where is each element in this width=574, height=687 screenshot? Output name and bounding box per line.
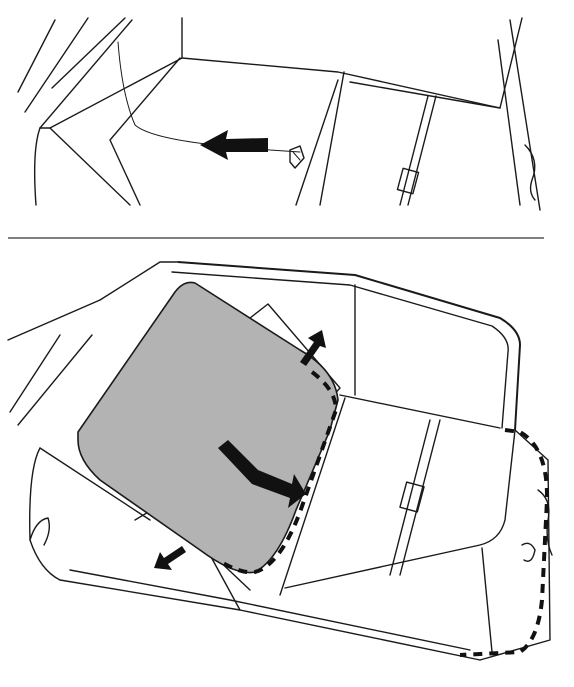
left-arrow-icon: [200, 130, 268, 160]
pull-arrow-icon: [154, 546, 186, 570]
bottom-panel: [7, 261, 553, 661]
cable-wire: [117, 41, 301, 153]
side-dashed-outline: [459, 428, 550, 657]
trunk-floor-left: [39, 57, 183, 129]
floor-fold-line: [109, 57, 181, 206]
b-strap-line-2: [399, 419, 441, 576]
b-sill-corner: [209, 554, 241, 611]
b-sill-inner: [69, 569, 471, 651]
b-pillar-line-1: [9, 334, 61, 413]
lift-arrow-icon: [300, 330, 326, 366]
strap-line-1: [399, 95, 429, 206]
trunk-back-wall: [181, 17, 523, 109]
bumper-left: [33, 127, 41, 206]
pillar-line-2: [24, 17, 89, 113]
b-divider-top: [339, 394, 501, 429]
b-opening-top-inner: [171, 271, 509, 429]
strap-line-2: [407, 95, 437, 206]
cable-clip-detail: [292, 151, 301, 161]
cover-dashed-edge: [216, 370, 339, 575]
b-opening-top: [177, 261, 521, 431]
b-strap-buckle: [399, 481, 425, 513]
strap-buckle: [396, 167, 420, 195]
top-panel: [17, 17, 541, 211]
divider-top: [349, 81, 501, 109]
b-right-handle: [521, 542, 536, 562]
b-bumper-latch: [29, 517, 51, 546]
b-right-side: [479, 429, 551, 661]
b-pillar-line-2: [17, 334, 93, 426]
right-pillar-outer: [509, 19, 541, 211]
slide-arrow-icon: [218, 440, 306, 508]
floor-left-crease: [49, 127, 131, 206]
b-pillar-top: [7, 299, 101, 341]
cable-clip: [289, 145, 305, 169]
b-sill-bottom: [59, 579, 481, 661]
cover-panel: [77, 281, 339, 574]
divider-left-inner: [295, 79, 339, 206]
b-bumper-left: [29, 447, 61, 581]
b-right-latch: [537, 489, 553, 556]
b-divider-left: [279, 397, 346, 596]
divider-left: [319, 71, 345, 206]
b-divider-bottom: [284, 429, 516, 589]
right-pillar-inner: [497, 39, 521, 206]
b-floor-crease: [39, 447, 151, 521]
right-pillar-latch: [524, 144, 536, 201]
pillar-line-3: [51, 17, 126, 89]
trunk-left-edge: [39, 19, 133, 129]
pillar-line-1: [17, 19, 56, 93]
b-strap-line-1: [389, 419, 431, 576]
b-right-inner: [481, 547, 493, 653]
b-roof-edge: [99, 261, 179, 301]
